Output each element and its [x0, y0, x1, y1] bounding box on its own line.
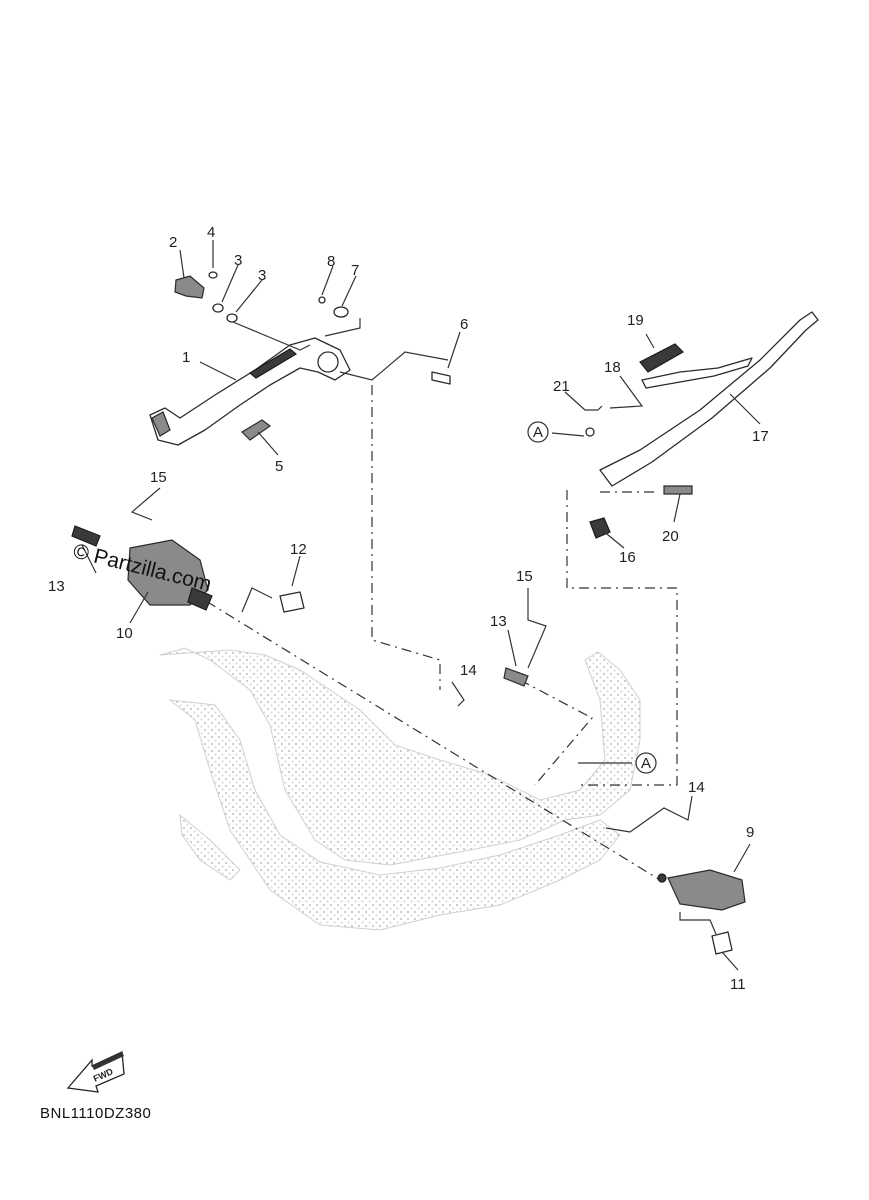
leader-lines — [81, 240, 761, 971]
brake-pedal — [149, 337, 351, 446]
callout-4: 4 — [207, 224, 215, 241]
callout-16: 17 — [752, 428, 769, 445]
reservoir-cap — [589, 517, 611, 539]
footrest-spring — [279, 591, 305, 613]
assembly-lines — [187, 385, 678, 881]
mounting-bolt — [663, 485, 693, 495]
callout-11: 11 — [730, 976, 746, 993]
callout-7: 7 — [351, 262, 359, 279]
callout-14-top: 14 — [460, 662, 477, 679]
callout-19: 20 — [662, 528, 679, 545]
callout-12: 12 — [290, 541, 307, 558]
right-footrest — [657, 869, 746, 911]
hose-clip — [585, 427, 595, 437]
brake-master-cylinder-rod — [599, 311, 819, 487]
washers — [208, 271, 238, 323]
callout-15-right: 15 — [516, 568, 533, 585]
callout-13-right: 13 — [490, 613, 507, 630]
left-footrest — [127, 539, 213, 611]
callout-20: 16 — [619, 549, 636, 566]
callout-10: 10 — [116, 625, 133, 642]
callout-13-left: 13 — [48, 578, 65, 595]
o-ring-and-pin — [318, 296, 349, 318]
drawing-code: BNL1110DZ380 — [40, 1105, 151, 1122]
callout-1: 1 — [182, 349, 190, 366]
brake-cover — [639, 343, 684, 373]
ref-marker-a-top: A — [527, 421, 549, 443]
left-footrest-pin — [71, 525, 101, 547]
pivot-bolt — [174, 275, 205, 299]
callout-6: 6 — [460, 316, 468, 333]
right-footrest-pin — [503, 667, 529, 687]
callout-8: 8 — [327, 253, 335, 270]
callout-14-bottom: 14 — [688, 779, 705, 796]
callout-21: 21 — [553, 378, 570, 395]
callout-15-left: 15 — [150, 469, 167, 486]
svg-text:A: A — [641, 755, 651, 772]
callout-labels: 2 4 3 3 8 7 6 1 5 15 13 10 12 15 13 14 1… — [48, 224, 769, 993]
frame-ghost — [159, 647, 641, 931]
callout-9: 9 — [746, 824, 754, 841]
right-footrest-spring — [711, 931, 733, 955]
callout-2: 2 — [169, 234, 177, 251]
callout-18: 19 — [627, 312, 644, 329]
clevis-pin — [431, 371, 451, 385]
ref-marker-a-bottom: A — [635, 752, 657, 774]
forward-arrow-icon: FWD — [66, 1051, 125, 1093]
return-spring — [241, 419, 272, 441]
callout-3a: 3 — [234, 252, 242, 269]
svg-text:A: A — [533, 424, 543, 441]
callout-5: 5 — [275, 458, 283, 475]
callout-17: 18 — [604, 359, 621, 376]
callout-3b: 3 — [258, 267, 266, 284]
